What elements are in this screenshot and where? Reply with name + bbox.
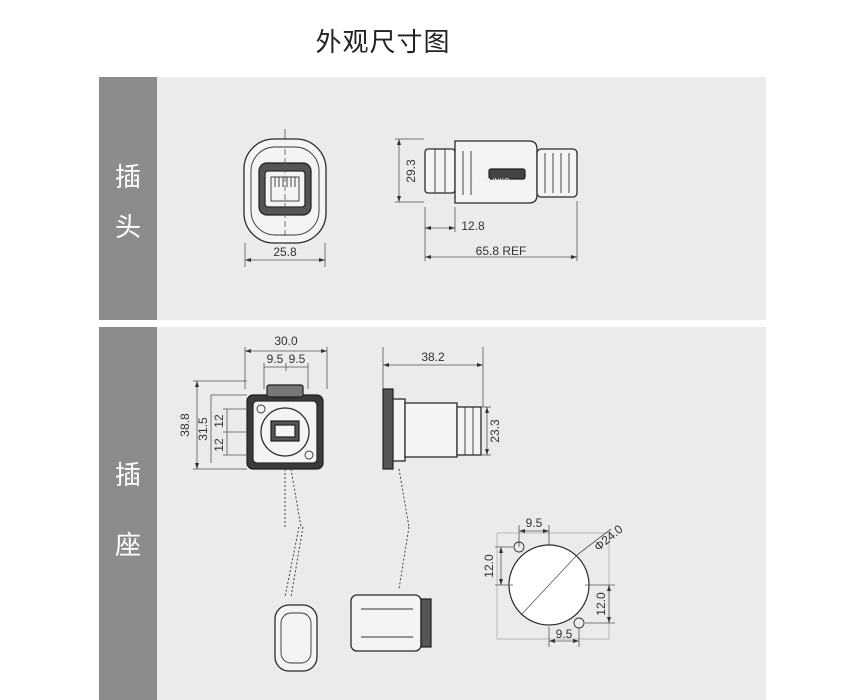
plug-side-view <box>395 138 578 261</box>
plug-length-label: 65.8 REF <box>476 244 527 258</box>
plug-front-view <box>243 129 327 267</box>
plug-drawing: 25.8 <box>243 129 578 267</box>
socket-half-a-label: 9.5 <box>267 352 284 366</box>
socket-drawing: 30.0 9.5 9.5 38.8 31.5 12 12 <box>178 334 626 672</box>
socket-v-b-label: 12 <box>212 438 226 452</box>
cutout-right-label: 12.0 <box>594 592 608 616</box>
socket-panel: 插 座 <box>99 327 766 700</box>
cutout-diameter-label: Φ24.0 <box>591 522 625 554</box>
plug-height-label: 29.3 <box>404 159 418 183</box>
plug-side-label: 插 头 <box>99 77 157 320</box>
socket-side-view <box>350 347 491 652</box>
socket-label-char-2: 座 <box>114 531 141 561</box>
plug-width-label: 25.8 <box>273 245 297 259</box>
plug-panel: 插 头 25.8 <box>99 77 766 320</box>
plug-label-char-2: 头 <box>114 213 141 243</box>
socket-height-label: 38.8 <box>178 413 192 437</box>
socket-label-char-1: 插 <box>114 461 141 491</box>
socket-outer-label: 30.0 <box>274 334 298 348</box>
cutout-top-label: 9.5 <box>526 516 543 530</box>
plug-depth-label: 12.8 <box>461 219 485 233</box>
cutout-left-label: 12.0 <box>482 554 496 578</box>
socket-depth-label: 38.2 <box>421 350 445 364</box>
plug-label-char-1: 插 <box>114 163 141 193</box>
socket-half-b-label: 9.5 <box>289 352 306 366</box>
socket-side-label: 插 座 <box>99 327 157 700</box>
page-title: 外观尺寸图 <box>315 28 451 58</box>
cutout-bottom-label: 9.5 <box>556 627 573 641</box>
socket-front-view <box>193 347 328 672</box>
socket-v-a-label: 12 <box>212 414 226 428</box>
plug-brand-mark: CNLINKO <box>478 178 510 185</box>
socket-inner-label: 31.5 <box>196 417 210 441</box>
panel-cutout-view <box>495 525 615 647</box>
socket-body-label: 23.3 <box>488 419 502 443</box>
